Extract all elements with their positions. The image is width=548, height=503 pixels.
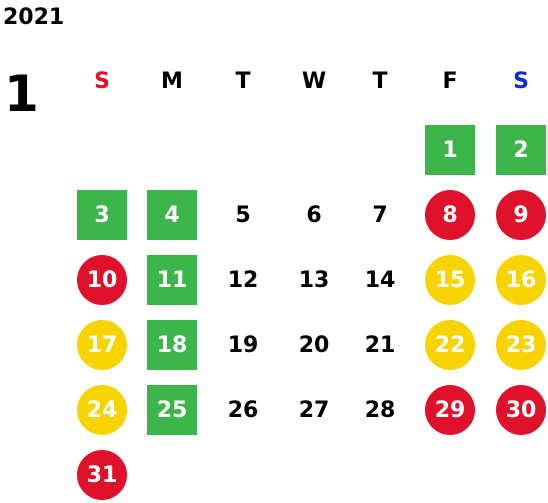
day-cell-6[interactable]: 6 [306, 202, 322, 228]
day-cell-21[interactable]: 21 [364, 332, 396, 358]
day-cell-11[interactable]: 11 [147, 255, 197, 305]
day-cell-15[interactable]: 15 [425, 255, 475, 305]
day-cell-3[interactable]: 3 [77, 190, 127, 240]
day-cell-30[interactable]: 30 [496, 385, 546, 435]
day-cell-24[interactable]: 24 [77, 385, 127, 435]
day-cell-5[interactable]: 5 [235, 202, 251, 228]
day-cell-22[interactable]: 22 [425, 320, 475, 370]
year-label: 2021 [3, 5, 65, 30]
day-cell-29[interactable]: 29 [425, 385, 475, 435]
weekday-header: T [235, 68, 251, 94]
weekday-header: M [161, 68, 183, 94]
day-cell-20[interactable]: 20 [298, 332, 330, 358]
day-cell-1[interactable]: 1 [425, 125, 475, 175]
day-cell-13[interactable]: 13 [298, 267, 330, 293]
day-cell-16[interactable]: 16 [496, 255, 546, 305]
day-cell-27[interactable]: 27 [298, 397, 330, 423]
day-cell-14[interactable]: 14 [364, 267, 396, 293]
weekday-header: W [301, 68, 327, 94]
day-cell-9[interactable]: 9 [496, 190, 546, 240]
weekday-header: F [442, 68, 458, 94]
day-cell-31[interactable]: 31 [77, 450, 127, 500]
weekday-header: T [372, 68, 388, 94]
day-cell-4[interactable]: 4 [147, 190, 197, 240]
day-cell-19[interactable]: 19 [227, 332, 259, 358]
weekday-header: S [94, 68, 110, 94]
day-cell-7[interactable]: 7 [372, 202, 388, 228]
day-cell-17[interactable]: 17 [77, 320, 127, 370]
day-cell-12[interactable]: 12 [227, 267, 259, 293]
day-cell-18[interactable]: 18 [147, 320, 197, 370]
month-number: 1 [4, 65, 39, 123]
day-cell-10[interactable]: 10 [77, 255, 127, 305]
day-cell-23[interactable]: 23 [496, 320, 546, 370]
day-cell-26[interactable]: 26 [227, 397, 259, 423]
day-cell-2[interactable]: 2 [496, 125, 546, 175]
day-cell-25[interactable]: 25 [147, 385, 197, 435]
day-cell-8[interactable]: 8 [425, 190, 475, 240]
weekday-header: S [513, 68, 529, 94]
day-cell-28[interactable]: 28 [364, 397, 396, 423]
